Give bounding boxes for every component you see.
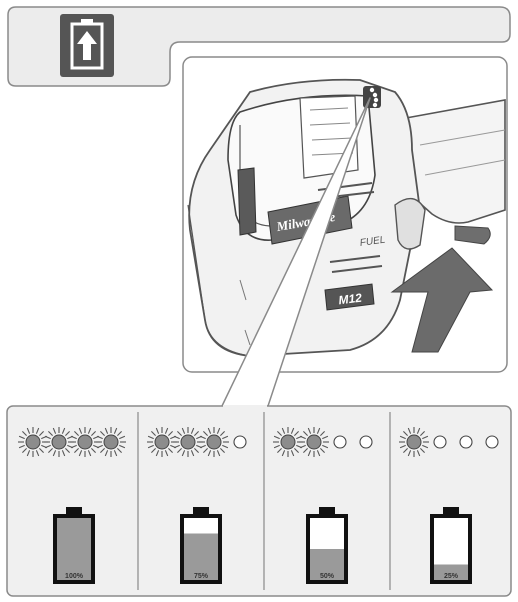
led-lit-icon: [273, 427, 303, 457]
fuel-gauge-leds: [363, 86, 381, 108]
battery-level-icon: 50%: [306, 507, 348, 584]
fuel-level-4: 25%: [399, 427, 499, 584]
tool-badge-text: M12: [338, 291, 363, 308]
battery-level-icon: 100%: [53, 507, 95, 584]
insert-battery-arrow-icon: [390, 247, 494, 353]
led-off-icon: [485, 435, 499, 449]
led-off-icon: [333, 435, 347, 449]
battery-fill: [57, 518, 91, 580]
led-off-icon: [359, 435, 373, 449]
fuel-level-3: 50%: [273, 427, 373, 584]
battery-percent-label: 75%: [194, 573, 209, 580]
battery-percent-label: 100%: [65, 573, 84, 580]
led-off-icon: [433, 435, 447, 449]
fuel-level-2: 75%: [147, 427, 247, 584]
led-lit-icon: [44, 427, 74, 457]
battery-fill: [310, 549, 344, 580]
led-lit-icon: [399, 427, 429, 457]
tool-fuel-text: FUEL: [359, 235, 386, 249]
battery-level-icon: 25%: [430, 507, 472, 584]
led-lit-icon: [199, 427, 229, 457]
battery-fill: [184, 533, 218, 580]
led-off-icon: [459, 435, 473, 449]
battery-charge-icon: [60, 14, 114, 77]
led-lit-icon: [147, 427, 177, 457]
led-lit-icon: [70, 427, 100, 457]
led-lit-icon: [96, 427, 126, 457]
led-lit-icon: [173, 427, 203, 457]
battery-percent-label: 25%: [444, 573, 459, 580]
battery-fill: [434, 564, 468, 580]
fuel-level-1: 100%: [18, 427, 126, 584]
led-lit-icon: [299, 427, 329, 457]
battery-level-icon: 75%: [180, 507, 222, 584]
battery-percent-label: 50%: [320, 573, 335, 580]
led-off-icon: [233, 435, 247, 449]
header-panel: [7, 6, 511, 87]
led-lit-icon: [18, 427, 48, 457]
